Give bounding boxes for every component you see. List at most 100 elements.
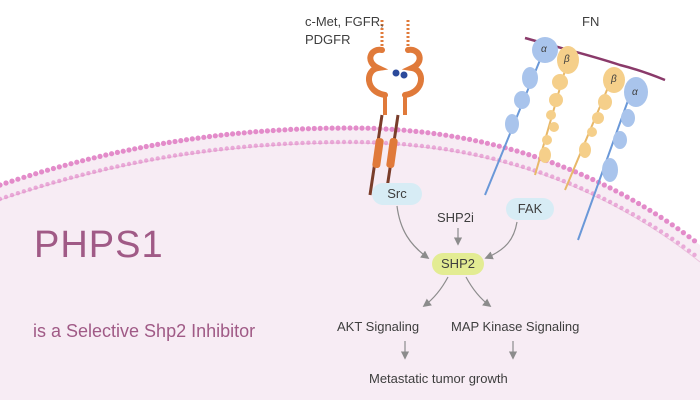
membrane-bead — [514, 162, 520, 168]
membrane-bead — [641, 204, 647, 210]
membrane-bead — [449, 148, 454, 153]
membrane-bead — [618, 191, 625, 197]
arrow-fak-to-shp2 — [484, 221, 518, 260]
membrane-bead — [201, 149, 206, 154]
membrane-bead — [300, 140, 305, 146]
membrane-bead — [473, 152, 478, 157]
membrane-bead — [126, 147, 132, 153]
membrane-bead — [443, 132, 449, 138]
membrane-bead — [288, 141, 293, 146]
membrane-bead — [68, 161, 74, 167]
membrane-bead — [664, 232, 669, 238]
membrane-bead — [329, 125, 335, 131]
membrane-bead — [218, 147, 224, 152]
membrane-bead — [161, 155, 166, 160]
membrane-bead — [669, 222, 675, 228]
membrane-bead — [126, 161, 132, 167]
membrane-bead — [437, 131, 443, 137]
membrane-bead — [467, 151, 472, 156]
membrane-bead — [206, 133, 213, 140]
membrane-bead — [647, 207, 653, 213]
membrane-bead — [50, 165, 57, 172]
membrane-bead — [190, 150, 195, 156]
receptor-graphic — [366, 18, 424, 196]
membrane-bead — [590, 176, 596, 183]
membrane-bead — [491, 156, 496, 161]
arrow-src-to-shp2 — [396, 205, 430, 259]
membrane-bead — [167, 154, 172, 159]
membrane-bead — [347, 125, 353, 131]
membrane-bead — [607, 185, 613, 191]
membrane-bead — [347, 139, 353, 145]
membrane-bead — [57, 178, 62, 184]
membrane-bead — [407, 142, 413, 147]
membrane-bead — [62, 177, 68, 182]
membrane-bead — [601, 182, 607, 188]
mapk-signaling-label: MAP Kinase Signaling — [451, 319, 580, 334]
receptor-label-line2: PDGFR — [305, 32, 351, 47]
membrane-bead — [74, 159, 80, 165]
membrane-bead — [508, 161, 514, 166]
membrane-bead — [80, 172, 85, 177]
membrane-bead — [549, 160, 555, 166]
membrane-bead — [68, 175, 74, 180]
membrane-bead — [508, 146, 514, 152]
fibronectin-label: FN — [582, 14, 600, 29]
membrane-bead — [371, 140, 377, 145]
membrane-bead — [15, 176, 21, 182]
membrane-bead — [294, 141, 299, 146]
membrane-bead — [224, 131, 230, 138]
membrane-bead — [584, 174, 590, 180]
akt-signaling-label: AKT Signaling — [337, 319, 420, 334]
membrane-bead — [120, 148, 126, 154]
membrane-bead — [561, 164, 567, 170]
membrane-bead — [584, 188, 590, 194]
membrane-bead — [425, 130, 431, 136]
membrane-bead — [103, 152, 109, 158]
membrane-bead — [294, 126, 300, 132]
membrane-bead — [149, 157, 155, 162]
membrane-bead — [520, 150, 526, 156]
membrane-bead — [178, 152, 183, 157]
membrane-bead — [9, 178, 15, 184]
membrane-bead — [235, 130, 241, 136]
membrane-bead — [555, 162, 561, 168]
membrane-bead — [236, 145, 241, 150]
membrane-bead — [619, 205, 624, 211]
membrane-bead — [371, 125, 377, 131]
membrane-bead — [691, 238, 698, 244]
membrane-bead — [15, 191, 21, 196]
membrane-bead — [467, 136, 473, 142]
page-subtitle: is a Selective Shp2 Inhibitor — [33, 321, 256, 341]
membrane-bead — [195, 135, 201, 141]
alpha-label-left: α — [541, 44, 547, 55]
membrane-bead — [178, 138, 184, 144]
membrane-bead — [201, 134, 207, 140]
membrane-bead — [544, 172, 549, 177]
membrane-bead — [282, 141, 288, 146]
membrane-bead — [653, 225, 658, 230]
membrane-bead — [503, 159, 508, 164]
membrane-bead — [27, 187, 32, 192]
membrane-bead — [195, 149, 201, 155]
membrane-bead — [607, 199, 613, 205]
membrane-bead — [675, 240, 681, 245]
membrane-bead — [514, 148, 520, 154]
membrane-bead — [86, 171, 91, 176]
membrane-bead — [431, 130, 437, 137]
membrane-bead — [138, 159, 143, 164]
membrane-bead — [9, 192, 15, 198]
membrane-bead — [97, 153, 103, 159]
membrane-bead — [692, 252, 697, 257]
membrane-bead — [166, 139, 172, 145]
membrane-bead — [218, 132, 224, 138]
alpha-label-right: α — [632, 87, 638, 98]
membrane-bead — [652, 211, 659, 217]
membrane-bead — [670, 236, 675, 241]
membrane-bead — [431, 145, 437, 150]
cell-body — [0, 128, 700, 400]
membrane-bead — [27, 172, 33, 179]
membrane-bead — [0, 196, 3, 202]
membrane-bead — [335, 139, 341, 145]
